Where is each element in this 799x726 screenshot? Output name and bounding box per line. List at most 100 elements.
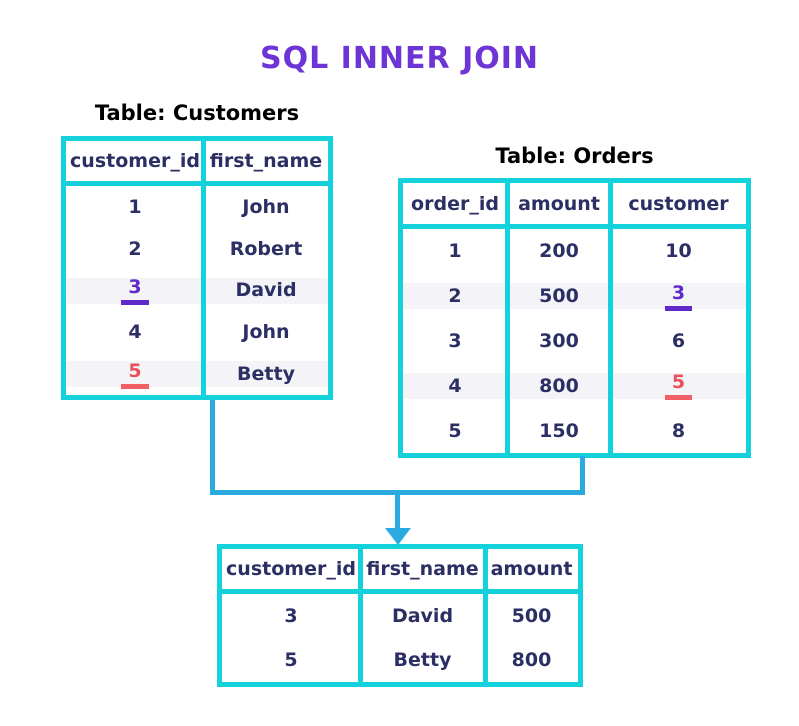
cell-value: Betty (393, 649, 452, 671)
table-cell: 5 (222, 649, 360, 671)
header-row: customer_id first_name amount (222, 549, 578, 589)
header-divider (66, 181, 328, 186)
column-header: first_name (366, 558, 479, 580)
table-cell: 4 (66, 321, 204, 343)
cell-value: Robert (229, 237, 303, 260)
join-key-purple: 3 (121, 277, 149, 305)
cell-value: Betty (237, 363, 295, 386)
join-connector-from-customers (210, 400, 215, 493)
table-cell: 500 (485, 605, 578, 627)
header-divider (403, 224, 746, 229)
table-cell: David (360, 605, 485, 627)
table-cell: 3 (66, 276, 204, 305)
cell-value: David (235, 279, 297, 302)
table-row: 3 300 6 (403, 319, 746, 364)
table-row: 5 Betty 800 (222, 638, 578, 682)
table-cell: 8 (611, 420, 746, 442)
table-cell: 1 (403, 240, 507, 262)
cell-value: John (242, 195, 290, 218)
cell-value: 2 (448, 285, 462, 308)
row-highlight-band (403, 283, 746, 310)
column-divider (505, 183, 510, 453)
table-cell: Betty (204, 363, 328, 385)
table-row: 1 John (66, 186, 328, 228)
cell-value: 3 (284, 605, 298, 627)
table-row: 4 800 5 (403, 363, 746, 408)
cell-value: 5 (284, 649, 298, 671)
cell-value: David (391, 605, 454, 627)
table-cell: 6 (611, 330, 746, 352)
cell-value: 4 (448, 374, 462, 397)
table-cell: 1 (66, 196, 204, 218)
table-cell: Robert (204, 238, 328, 260)
table-cell: 3 (611, 282, 746, 311)
down-arrow-icon (385, 528, 411, 545)
cell-value: 3 (448, 329, 462, 352)
column-header: order_id (411, 192, 499, 215)
table-row: 3 David 500 (222, 594, 578, 638)
row-highlight-band (403, 372, 746, 399)
table-row: 4 John (66, 311, 328, 353)
table-cell: 150 (507, 420, 611, 442)
table-cell: 5 (611, 371, 746, 401)
table-row: 5 150 8 (403, 408, 746, 453)
table-cell: David (204, 279, 328, 301)
row-highlight-band (66, 361, 328, 388)
table-cell: 800 (507, 375, 611, 397)
cell-value: 200 (539, 240, 579, 263)
cell-value: 500 (539, 285, 579, 308)
cell-value: 6 (671, 329, 686, 352)
table-cell: 3 (222, 605, 360, 627)
table-cell: John (204, 321, 328, 343)
join-key-purple: 3 (664, 283, 693, 311)
cell-value: 800 (511, 649, 552, 671)
table-cell: 200 (507, 240, 611, 262)
cell-value: 150 (539, 419, 579, 442)
table-row: 1 200 10 (403, 229, 746, 274)
table-cell: 5 (403, 420, 507, 442)
customers-table-label: Table: Customers (94, 101, 300, 125)
join-connector-from-orders (580, 456, 585, 495)
table-cell: 300 (507, 330, 611, 352)
header-row: order_id amount customer (403, 183, 746, 224)
orders-table-label: Table: Orders (495, 144, 654, 168)
cell-value: 500 (511, 605, 552, 627)
table-row: 5 Betty (66, 353, 328, 395)
table-cell: John (204, 196, 328, 218)
inner-join-result-table: customer_id first_name amount 3 David 500 5 Bet… (217, 544, 583, 687)
table-cell: 10 (611, 240, 746, 262)
table-cell: 4 (403, 375, 507, 397)
column-divider (358, 549, 363, 682)
cell-value: 8 (671, 419, 686, 442)
table-cell: 800 (485, 649, 578, 671)
header-divider (222, 589, 578, 594)
table-cell: 500 (507, 285, 611, 307)
orders-table: order_id amount customer 1 200 10 2 500 3 3 300 6 4 8… (398, 178, 751, 458)
cell-value: 800 (539, 374, 579, 397)
page-title: SQL INNER JOIN (259, 41, 540, 76)
join-connector-horizontal (210, 490, 585, 495)
column-header: customer_id (226, 558, 356, 580)
join-key-red: 5 (121, 361, 149, 389)
cell-value: 2 (128, 237, 142, 260)
table-row: 3 David (66, 270, 328, 312)
column-divider (201, 141, 206, 395)
table-cell: 2 (66, 238, 204, 260)
cell-value: 1 (448, 240, 462, 263)
column-header: customer (628, 192, 729, 215)
row-highlight-band (66, 277, 328, 304)
table-cell: Betty (360, 649, 485, 671)
column-header: amount (518, 192, 600, 215)
column-divider (483, 549, 488, 682)
column-header: amount (490, 558, 573, 580)
cell-value: John (242, 321, 290, 344)
table-cell: 5 (66, 360, 204, 389)
table-cell: 3 (403, 330, 507, 352)
cell-value: 4 (128, 321, 142, 344)
cell-value: 10 (665, 240, 692, 263)
cell-value: 5 (448, 419, 462, 442)
join-key-red: 5 (664, 372, 693, 401)
cell-value: 1 (128, 195, 142, 218)
